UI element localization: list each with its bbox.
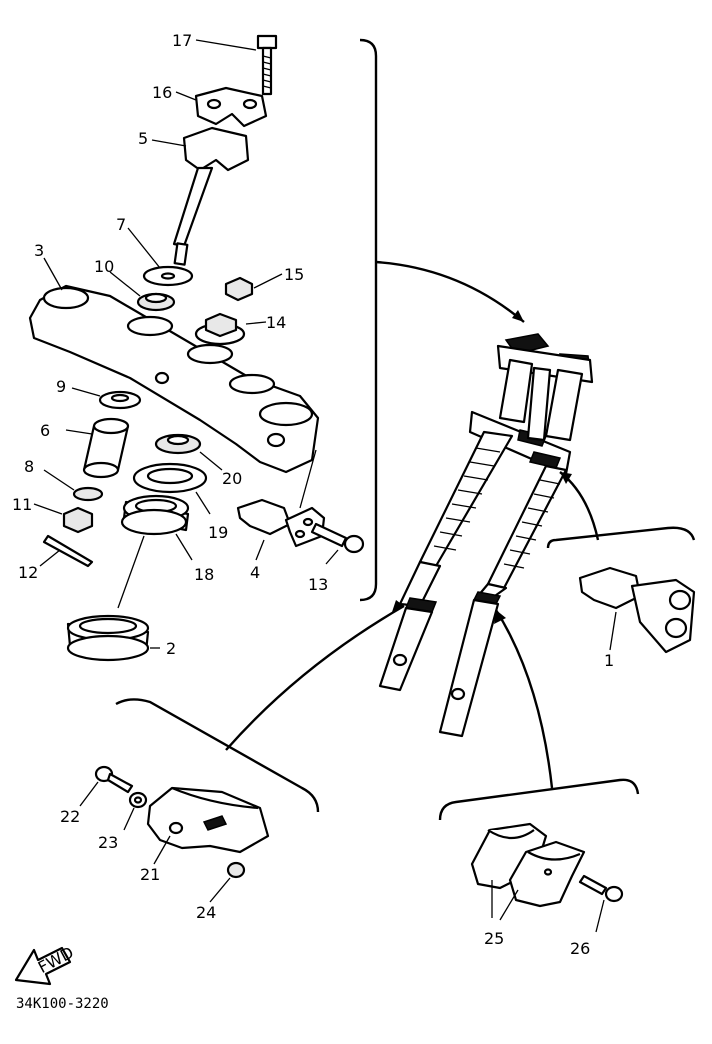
front-fork-assembly [378, 333, 594, 738]
label-22: 22 [60, 807, 80, 826]
assembly-bracket [359, 38, 378, 602]
label-21: 21 [140, 865, 160, 884]
label-3: 3 [34, 241, 44, 260]
arrowhead-part-25 [494, 610, 506, 624]
label-12: 12 [18, 563, 38, 582]
label-26: 26 [570, 939, 590, 958]
part-18-bearing [120, 494, 190, 536]
arrowhead-fork-top [512, 310, 524, 322]
callout-bracket-25 [438, 778, 640, 821]
diagram-code: 34K100-3220 [16, 996, 109, 1012]
label-9: 9 [56, 377, 66, 396]
part-25-guards [470, 822, 586, 908]
part-19-washer [132, 462, 208, 494]
part-14-nut [194, 312, 246, 346]
part-8-nut [72, 486, 104, 502]
label-6: 6 [40, 421, 50, 440]
part-1-cable-guide [578, 566, 696, 654]
arrow-to-fork-top [375, 260, 525, 323]
label-25: 25 [484, 929, 504, 948]
fwd-arrow-icon: FWD [14, 943, 77, 986]
part-12-cotter-pin [42, 534, 94, 568]
part-24-nut [226, 861, 246, 879]
label-14: 14 [266, 313, 286, 332]
label-11: 11 [12, 495, 32, 514]
arrow-part-21 [225, 604, 405, 751]
arrowhead-part-1 [560, 472, 572, 484]
part-3-crown [28, 284, 320, 474]
label-19: 19 [208, 523, 228, 542]
part-23-washer [128, 791, 148, 809]
label-20: 20 [222, 469, 242, 488]
label-4: 4 [250, 563, 260, 582]
part-20-nut [154, 433, 202, 455]
part-17-bolt [256, 34, 278, 96]
part-11-nut [62, 506, 94, 534]
part-15-nut [224, 276, 254, 302]
callout-bracket-21 [115, 698, 320, 813]
label-18: 18 [194, 565, 214, 584]
label-16: 16 [152, 83, 172, 102]
label-8: 8 [24, 457, 34, 476]
arrow-part-25 [494, 609, 554, 789]
part-6-bushing [82, 417, 130, 479]
part-5-lower-holder [172, 126, 250, 266]
label-10: 10 [94, 257, 114, 276]
label-15: 15 [284, 265, 304, 284]
label-7: 7 [116, 215, 126, 234]
part-22-bolt [94, 765, 134, 794]
part-10-nut [136, 292, 176, 312]
part-9-washer [98, 390, 142, 410]
label-1: 1 [604, 651, 614, 670]
label-5: 5 [138, 129, 148, 148]
part-26-screw [578, 874, 624, 903]
part-13-bolt [310, 522, 365, 554]
label-2: 2 [166, 639, 176, 658]
part-21-clamp [146, 786, 270, 854]
label-23: 23 [98, 833, 118, 852]
arrowhead-part-21 [392, 600, 404, 612]
fwd-label: FWD [35, 943, 77, 977]
label-17: 17 [172, 31, 192, 50]
part-4-cable-guide [236, 498, 326, 548]
label-13: 13 [308, 575, 328, 594]
part-16-upper-holder [194, 86, 268, 128]
label-24: 24 [196, 903, 216, 922]
callout-bracket-1 [546, 526, 696, 549]
part-7-washer [142, 265, 194, 287]
part-2-bearing [66, 614, 150, 662]
